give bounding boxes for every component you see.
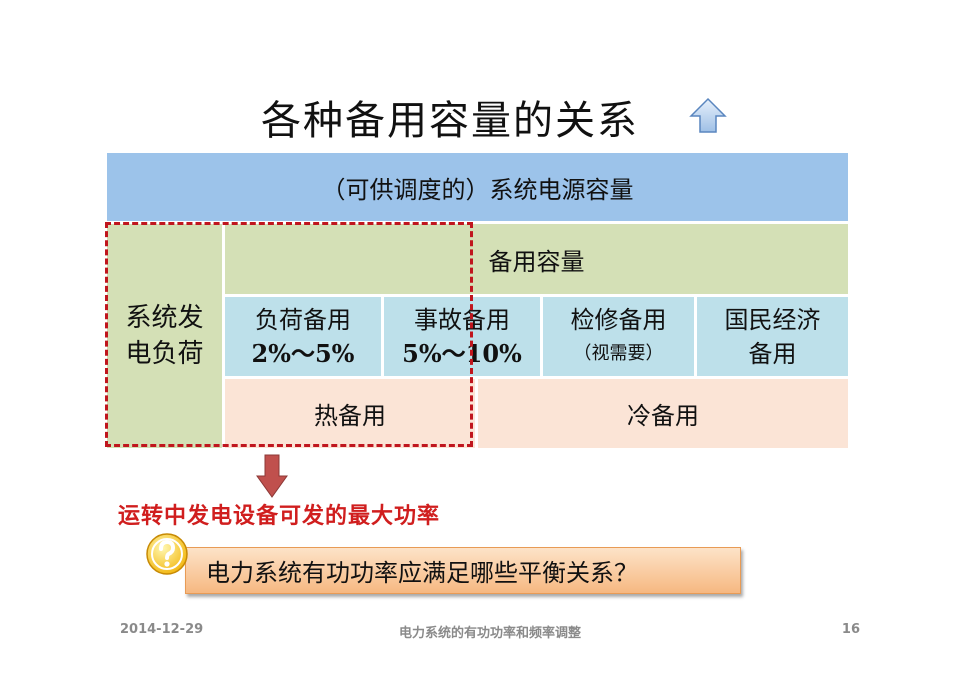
load-reserve-name: 负荷备用 [255, 305, 351, 334]
national-economy-reserve-line2: 备用 [748, 339, 797, 368]
accident-reserve-range: 5%～10% [402, 338, 522, 368]
maintenance-reserve-note: （视需要） [573, 342, 664, 364]
hot-reserve-cell: 热备用 [225, 379, 475, 448]
system-capacity-header: （可供调度的）系统电源容量 [107, 153, 848, 221]
question-box: 电力系统有功功率应满足哪些平衡关系？ [185, 547, 741, 594]
maintenance-reserve-name: 检修备用 [570, 305, 667, 334]
load-reserve-cell: 负荷备用 2%～5% [225, 297, 381, 376]
accident-reserve-cell: 事故备用 5%～10% [384, 297, 540, 376]
maintenance-reserve-cell: 检修备用 （视需要） [543, 297, 694, 376]
down-arrow-icon [256, 454, 288, 498]
max-power-note: 运转中发电设备可发的最大功率 [118, 503, 441, 529]
footer-page-number: 16 [841, 622, 860, 637]
footer-course-title: 电力系统的有功功率和频率调整 [398, 626, 581, 641]
load-reserve-range: 2%～5% [251, 338, 355, 368]
slide-title: 各种备用容量的关系 [261, 98, 639, 144]
generation-load-cell: 系统发 电负荷 [107, 224, 222, 448]
footer-date: 2014-12-29 [120, 622, 204, 637]
accident-reserve-name: 事故备用 [414, 305, 510, 334]
generation-load-line2: 电负荷 [125, 339, 204, 369]
national-economy-reserve-cell: 国民经济 备用 [697, 297, 848, 376]
reserve-capacity-cell: 备用容量 [225, 224, 848, 294]
generation-load-line1: 系统发 [125, 303, 204, 333]
up-arrow-icon[interactable] [688, 96, 728, 136]
question-mark-icon [146, 533, 188, 575]
dashed-highlight-box [105, 222, 473, 447]
national-economy-reserve-line1: 国民经济 [724, 305, 821, 334]
cold-reserve-cell: 冷备用 [478, 379, 848, 448]
